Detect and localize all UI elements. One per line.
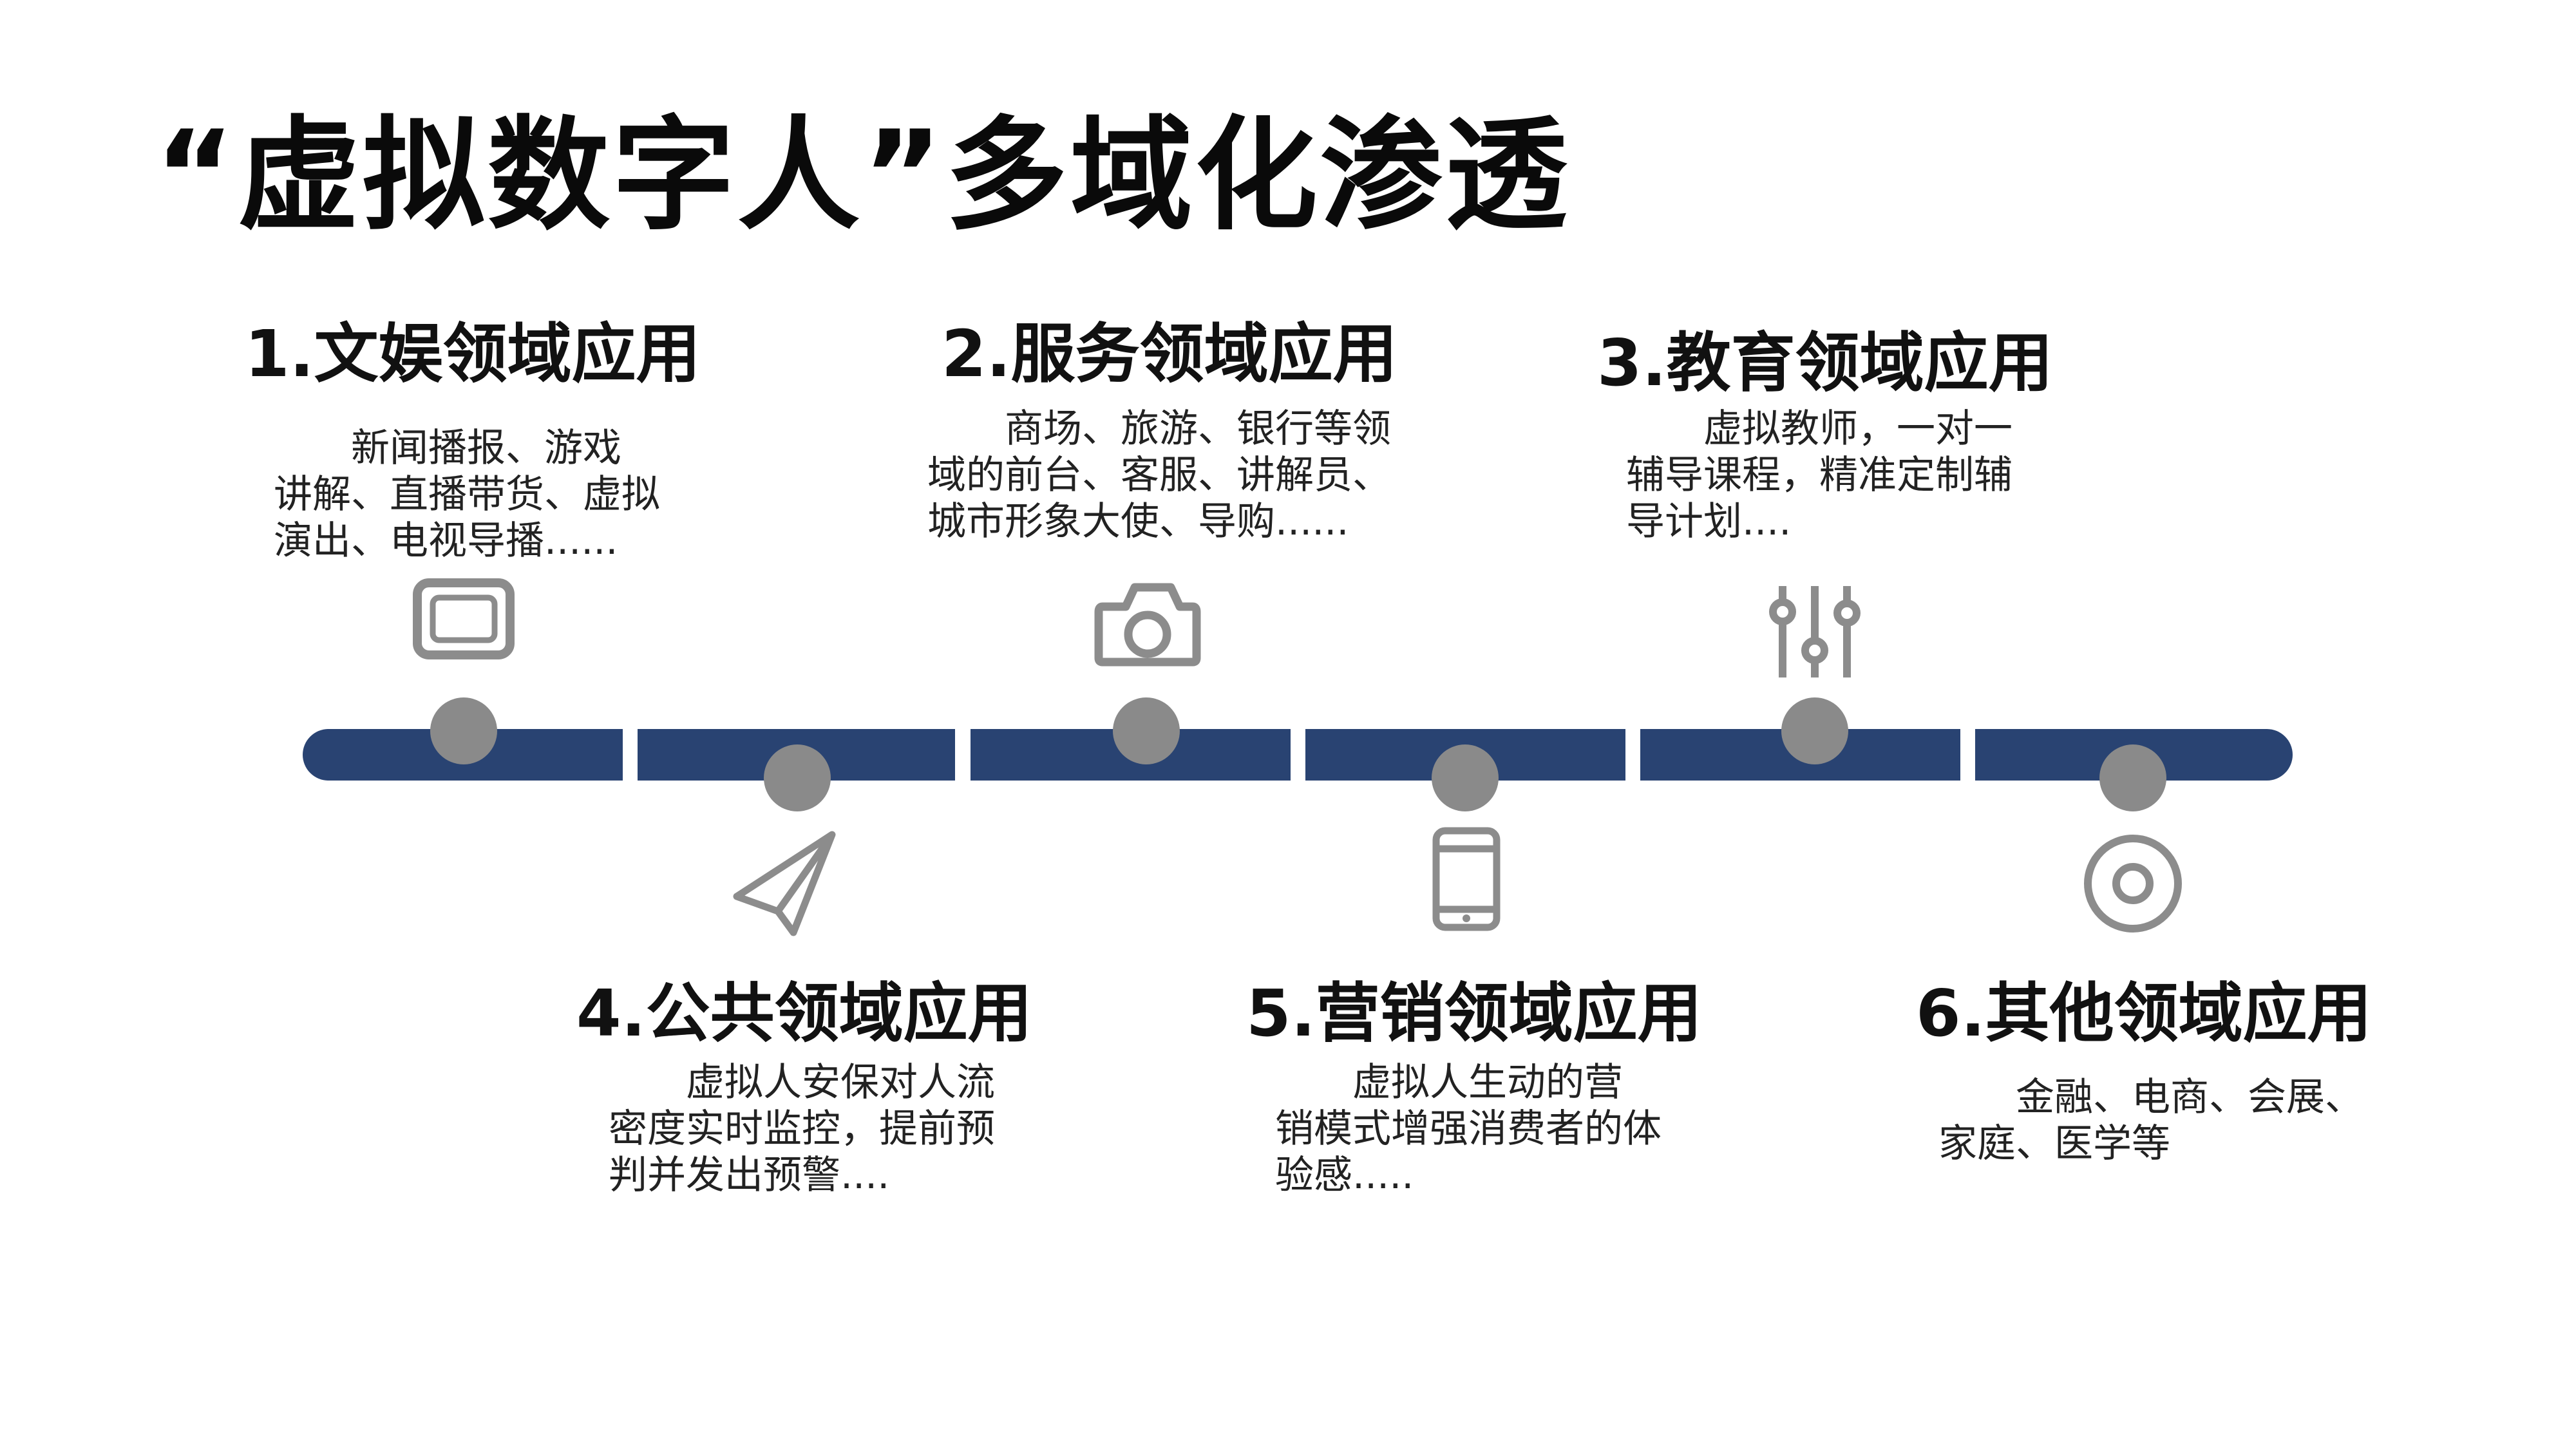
- timeline-node-3: [1781, 697, 1848, 764]
- heading-service: 2.服务领域应用: [942, 316, 1397, 392]
- desc-service: 商场、旅游、银行等领 域的前台、客服、讲解员、 城市形象大使、导购......: [927, 406, 1391, 544]
- paper-plane-icon: [733, 831, 836, 936]
- tv-icon: [413, 578, 515, 659]
- desc-entertainment: 新闻播报、游戏 讲解、直播带货、虚拟 演出、电视导播......: [274, 426, 660, 564]
- desc-public: 虚拟人安保对人流 密度实时监控，提前预 判并发出预警....: [609, 1060, 995, 1198]
- heading-entertainment: 1.文娱领域应用: [245, 316, 701, 392]
- smartphone-icon: [1432, 827, 1501, 931]
- timeline-node-6: [2099, 744, 2166, 811]
- timeline-node-1: [430, 697, 497, 764]
- sliders-icon: [1769, 586, 1861, 677]
- timeline-node-5: [1432, 744, 1499, 811]
- desc-other: 金融、电商、会展、 家庭、医学等: [1938, 1075, 2363, 1166]
- camera-icon: [1094, 583, 1201, 667]
- page-title: “虚拟数字人”多域化渗透: [155, 104, 1570, 247]
- disc-icon: [2084, 835, 2182, 933]
- desc-marketing: 虚拟人生动的营 销模式增强消费者的体 验感.....: [1275, 1060, 1662, 1198]
- heading-marketing: 5.营销领域应用: [1246, 976, 1702, 1051]
- heading-public: 4.公共领域应用: [576, 976, 1032, 1051]
- timeline-node-4: [764, 744, 831, 811]
- desc-education: 虚拟教师，一对一 辅导课程，精准定制辅 导计划....: [1626, 406, 2012, 544]
- heading-other: 6.其他领域应用: [1916, 976, 2372, 1051]
- timeline-node-2: [1113, 697, 1180, 764]
- heading-education: 3.教育领域应用: [1597, 325, 2053, 401]
